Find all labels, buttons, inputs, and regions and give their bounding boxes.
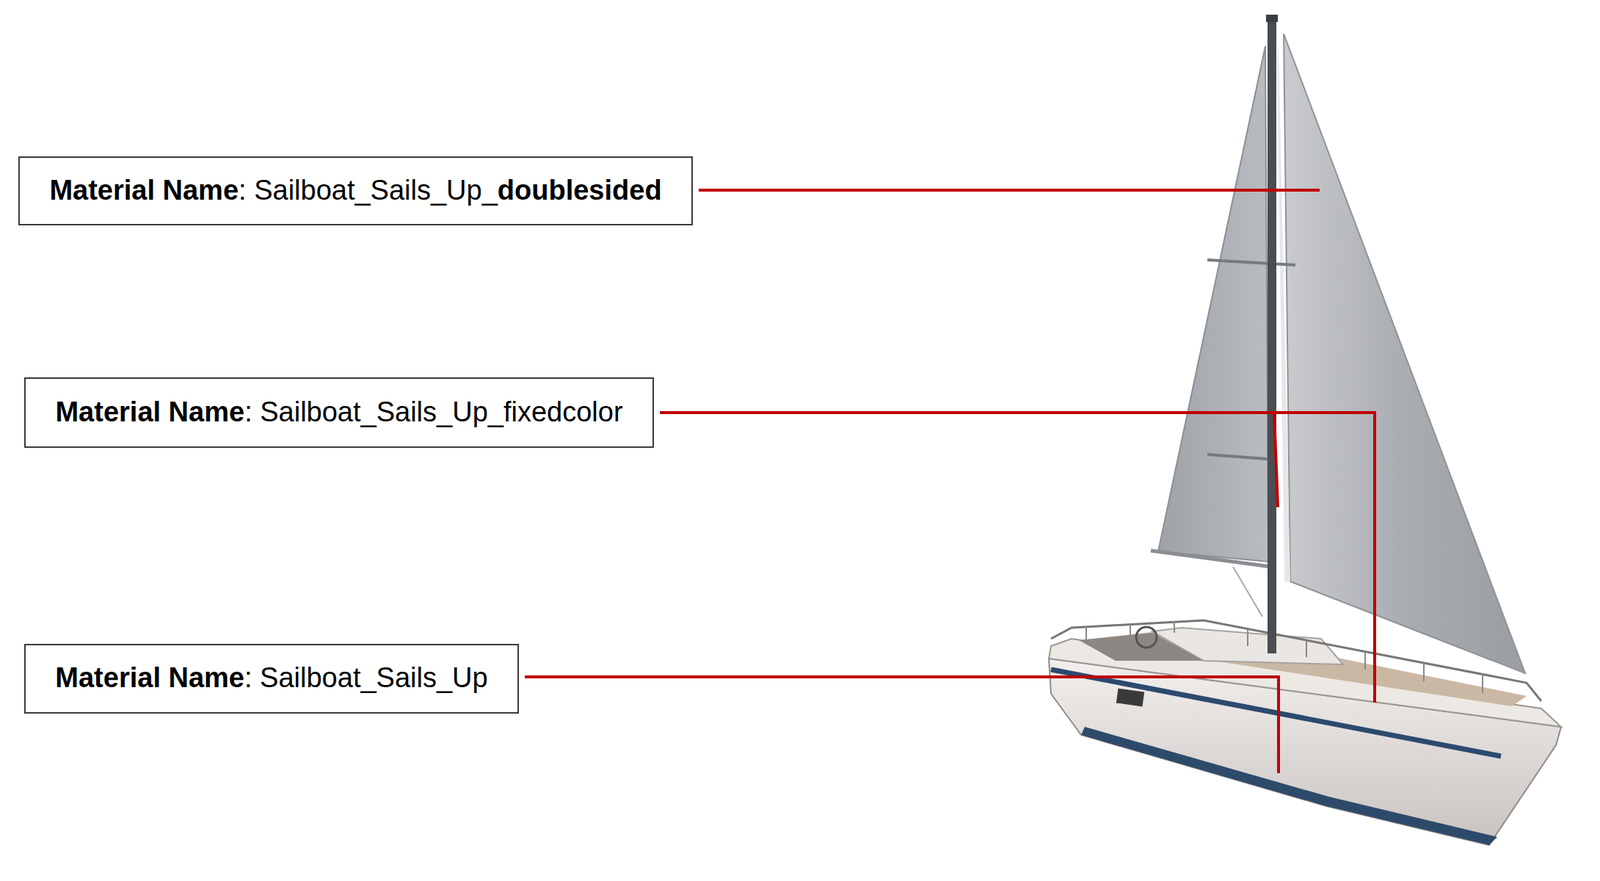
label-text: Material Name: Sailboat_Sails_Up_fixedco…: [55, 395, 623, 430]
sail-gap: [1277, 44, 1291, 582]
material-label-box: Material Name: Sailboat_Sails_Up_doubles…: [18, 156, 693, 226]
leader-line: [698, 188, 1320, 192]
spreader: [1207, 454, 1276, 460]
material-label-box: Material Name: Sailboat_Sails_Up_fixedco…: [24, 377, 654, 448]
spreader: [1207, 259, 1296, 265]
main-sail: [1158, 46, 1269, 562]
leader-line: [524, 676, 1279, 773]
label-text: Material Name: Sailboat_Sails_Up_doubles…: [49, 173, 662, 208]
bold-label: doublesided: [497, 174, 663, 206]
bold-label: Material Name: [55, 396, 245, 428]
rigging: [1233, 566, 1263, 617]
material-name: : Sailboat_Sails_Up: [244, 662, 489, 693]
mast-top: [1266, 14, 1278, 23]
mast: [1267, 16, 1277, 654]
label-text: Material Name: Sailboat_Sails_Up: [55, 661, 488, 696]
bold-label: Material Name: [49, 174, 239, 206]
porthole: [1116, 688, 1145, 707]
bold-label: Material Name: [55, 662, 245, 693]
material-name: : Sailboat_Sails_Up_fixedcolor: [244, 396, 623, 428]
jib-sail: [1283, 33, 1526, 674]
leader-line: [659, 412, 1375, 703]
boom: [1150, 550, 1272, 567]
leader-line: [1274, 412, 1278, 508]
material-label-box: Material Name: Sailboat_Sails_Up: [24, 643, 519, 714]
leader-lines: [524, 190, 1375, 773]
wheel: [1136, 626, 1157, 648]
material-name: : Sailboat_Sails_Up_: [238, 174, 498, 206]
